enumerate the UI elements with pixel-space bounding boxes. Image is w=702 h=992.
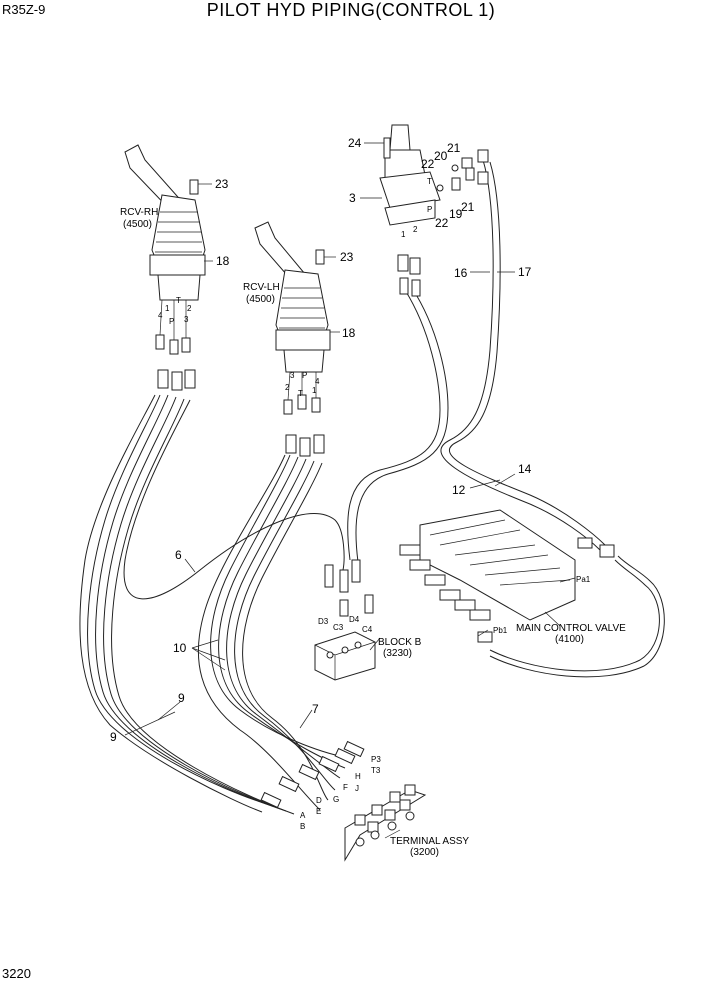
- rcv-rh-name: RCV-RH: [120, 207, 158, 218]
- callout-3: 3: [349, 191, 356, 205]
- callout-21a: 21: [447, 141, 461, 155]
- model-code: R35Z-9: [2, 2, 46, 17]
- port-lh-4: 4: [315, 377, 320, 386]
- port-c3: C3: [333, 623, 344, 632]
- callout-24: 24: [348, 136, 362, 150]
- port-h: H: [355, 772, 361, 781]
- callout-16: 16: [454, 266, 468, 280]
- port-p3: P3: [371, 755, 381, 764]
- port-pb1: Pb1: [493, 626, 508, 635]
- callout-6: 6: [175, 548, 182, 562]
- mcv-code: (4100): [555, 634, 584, 645]
- block-b-code: (3230): [383, 648, 412, 659]
- port-d: D: [316, 796, 322, 805]
- block-b: [314, 559, 376, 681]
- rcv-lh-code: (4500): [246, 294, 275, 305]
- mcv-name: MAIN CONTROL VALVE: [516, 623, 626, 634]
- port-rh-2: 2: [187, 304, 192, 313]
- callout-7: 7: [312, 702, 319, 716]
- port-lh-t: T: [298, 389, 303, 398]
- rcv-lh-name: RCV-LH: [243, 282, 280, 293]
- port-t3: T3: [371, 766, 381, 775]
- port-lh-2: 2: [285, 383, 290, 392]
- port-f: F: [343, 783, 348, 792]
- port-d3: D3: [318, 617, 329, 626]
- terminal-assy-code: (3200): [410, 847, 439, 858]
- port-sv-1: 1: [401, 230, 406, 239]
- hose-bundle-lh: [198, 454, 351, 811]
- solenoid-valve: [379, 124, 489, 297]
- port-g: G: [333, 795, 339, 804]
- port-rh-p: P: [169, 317, 174, 326]
- callout-20: 20: [434, 149, 448, 163]
- rcv-lh-joystick: [254, 221, 331, 457]
- port-e: E: [316, 807, 321, 816]
- hose-bundle-rh: [79, 394, 345, 815]
- port-lh-3: 3: [290, 371, 295, 380]
- port-a: A: [300, 811, 306, 820]
- terminal-assy: [344, 784, 427, 862]
- port-rh-t: T: [176, 296, 181, 305]
- callout-10: 10: [173, 641, 187, 655]
- callout-21b: 21: [461, 200, 475, 214]
- callout-23b: 23: [340, 250, 354, 264]
- main-control-valve: [399, 509, 615, 643]
- port-sv-t: T: [427, 177, 432, 186]
- hose-end-fittings: [260, 740, 365, 809]
- port-j: J: [355, 784, 359, 793]
- callout-18a: 18: [216, 254, 230, 268]
- leader-lines: [124, 142, 576, 839]
- port-rh-1: 1: [165, 304, 170, 313]
- callout-22a: 22: [421, 157, 435, 171]
- callout-17: 17: [518, 265, 532, 279]
- port-pa1: Pa1: [576, 575, 591, 584]
- block-b-name: BLOCK B: [378, 637, 422, 648]
- port-sv-2: 2: [413, 225, 418, 234]
- port-rh-3: 3: [184, 315, 189, 324]
- port-lh-1: 1: [312, 386, 317, 395]
- port-b: B: [300, 822, 305, 831]
- port-sv-p: P: [427, 205, 432, 214]
- page-title: PILOT HYD PIPING(CONTROL 1): [206, 0, 496, 20]
- port-d4: D4: [349, 615, 360, 624]
- callout-18b: 18: [342, 326, 356, 340]
- callout-9a: 9: [178, 691, 185, 705]
- callout-23a: 23: [215, 177, 229, 191]
- port-c4: C4: [362, 625, 373, 634]
- callout-19: 19: [449, 207, 463, 221]
- port-lh-p: P: [302, 371, 307, 380]
- page-number: 3220: [2, 966, 31, 981]
- port-rh-4: 4: [158, 311, 163, 320]
- rcv-rh-joystick: [124, 144, 206, 391]
- terminal-assy-name: TERMINAL ASSY: [390, 836, 469, 847]
- callout-9b: 9: [110, 730, 117, 744]
- callout-14: 14: [518, 462, 532, 476]
- callout-22b: 22: [435, 216, 449, 230]
- callout-12: 12: [452, 483, 466, 497]
- hose-bundle-pilot-supply: [347, 159, 665, 678]
- rcv-rh-code: (4500): [123, 219, 152, 230]
